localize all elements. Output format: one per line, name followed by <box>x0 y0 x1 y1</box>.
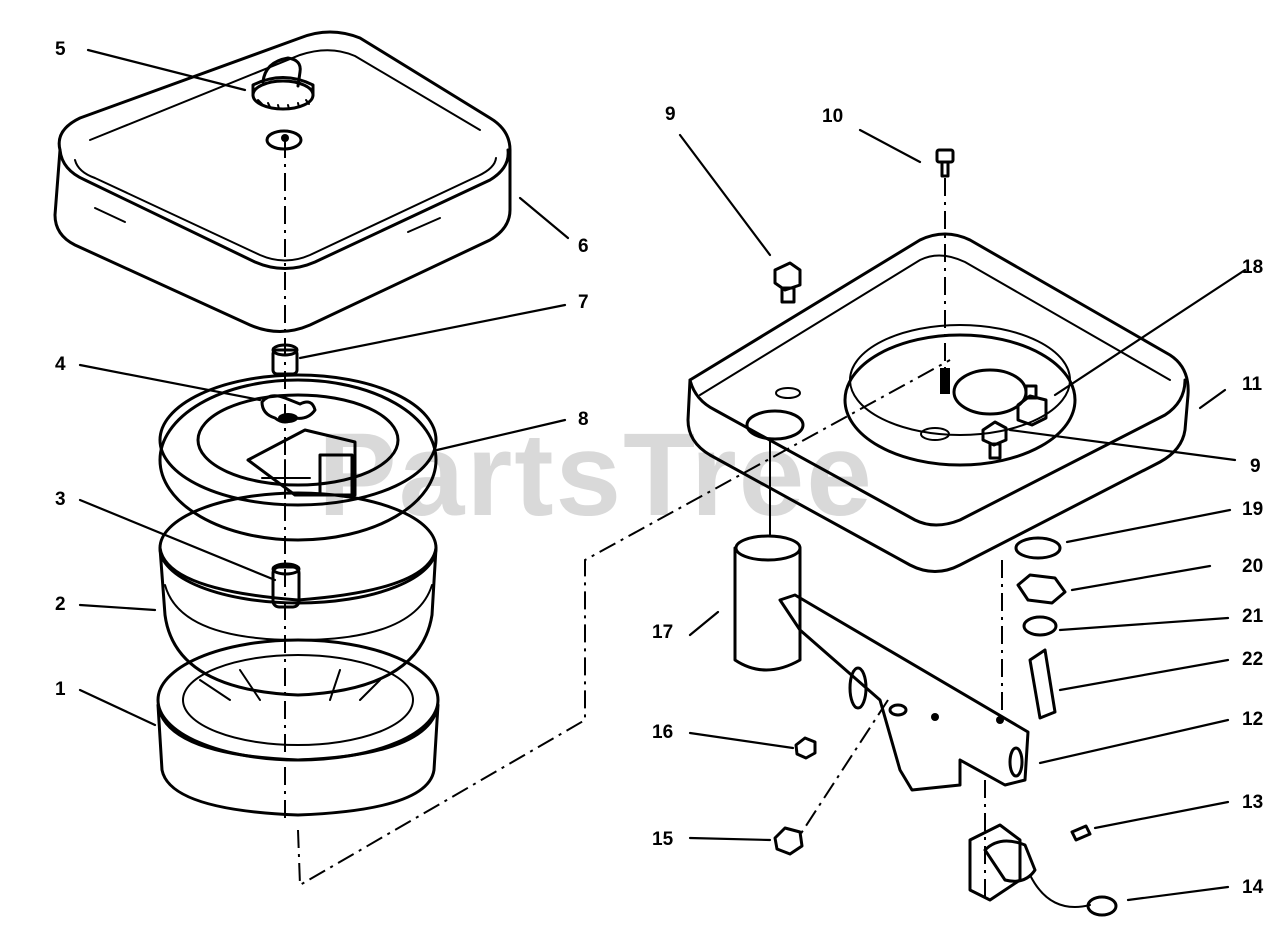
part-5-knob <box>251 56 315 151</box>
leader-lines <box>78 48 1247 902</box>
callout-6: 6 <box>578 236 589 257</box>
part-9-bolt-left <box>773 261 802 304</box>
callout-9-right: 9 <box>1250 456 1261 477</box>
bracket-line-left <box>297 359 951 887</box>
callout-7: 7 <box>578 292 589 313</box>
part-20-nut <box>1016 573 1067 605</box>
callout-3: 3 <box>55 489 66 510</box>
callout-16: 16 <box>652 722 673 743</box>
callout-2: 2 <box>55 594 66 615</box>
callout-18: 18 <box>1242 257 1263 278</box>
part-21-clamp <box>1022 615 1058 637</box>
callout-10: 10 <box>822 106 843 127</box>
part-10-screw <box>935 148 955 394</box>
callout-11: 11 <box>1242 374 1263 395</box>
callout-22: 22 <box>1242 649 1263 670</box>
part-18-fitting <box>1016 384 1048 427</box>
part-15-nut <box>773 826 804 856</box>
part-6-air-cleaner-cover <box>53 30 512 333</box>
callout-12: 12 <box>1242 709 1263 730</box>
callout-20: 20 <box>1242 556 1263 577</box>
part-12-bracket <box>778 593 1030 792</box>
part-19-washer <box>1014 536 1062 560</box>
callout-19: 19 <box>1242 499 1263 520</box>
callout-15: 15 <box>652 829 674 850</box>
callout-1: 1 <box>55 679 66 700</box>
part-22-hose <box>1028 648 1057 720</box>
callout-21: 21 <box>1242 606 1264 627</box>
callout-13: 13 <box>1242 792 1263 813</box>
callout-9-top: 9 <box>665 104 676 125</box>
watermark-logo: PartsTree <box>318 409 874 541</box>
part-8-air-cleaner-housing <box>158 373 438 542</box>
part-9-bolt-right <box>981 420 1008 460</box>
part-1-filter-element <box>156 638 440 817</box>
part-14-connector <box>968 823 1118 917</box>
part-16-nut <box>794 736 817 760</box>
callout-4: 4 <box>55 354 66 375</box>
part-4-wing-nut <box>260 394 317 424</box>
part-11-base-plate <box>686 232 1190 573</box>
callout-17: 17 <box>652 622 673 643</box>
part-13-screw <box>1070 824 1092 842</box>
callout-5: 5 <box>55 39 66 60</box>
part-17-tube <box>733 439 802 672</box>
bracket-center-line <box>799 699 889 836</box>
callout-8: 8 <box>578 409 589 430</box>
callout-14: 14 <box>1242 877 1264 898</box>
